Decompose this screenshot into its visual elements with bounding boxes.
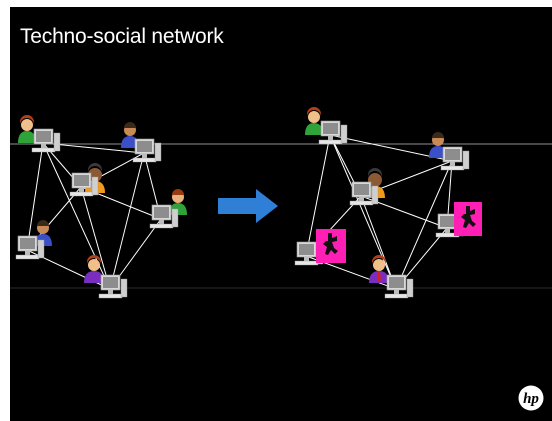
user-node-green-right: [149, 189, 187, 229]
user-node-purple: [84, 255, 128, 299]
after-network: [294, 107, 482, 299]
network-diagram: [10, 107, 552, 299]
svg-text:hp: hp: [523, 391, 539, 407]
user-node-blue: [429, 132, 470, 171]
user-node-orange: [349, 168, 385, 206]
network-link: [26, 142, 44, 251]
user-node-green-right: [435, 202, 482, 238]
transition-arrow: [218, 189, 278, 223]
user-node-blue-left: [294, 229, 346, 266]
user-node-orange: [69, 163, 105, 197]
network-link: [329, 134, 397, 290]
before-network: [15, 115, 187, 299]
network-link: [109, 152, 145, 290]
network-link: [42, 142, 111, 290]
slide-title: Techno-social network: [20, 25, 224, 48]
network-link: [395, 160, 453, 290]
slide: Techno-social network: [10, 7, 552, 421]
user-node-green: [18, 115, 61, 153]
user-node-green: [305, 107, 348, 145]
network-link: [360, 195, 397, 290]
hp-logo-icon: hp: [518, 385, 544, 411]
user-node-blue: [121, 122, 162, 163]
network-link: [305, 134, 331, 257]
user-node-purple: [369, 255, 414, 299]
user-node-blue-left: [15, 220, 52, 260]
network-link: [80, 186, 111, 290]
